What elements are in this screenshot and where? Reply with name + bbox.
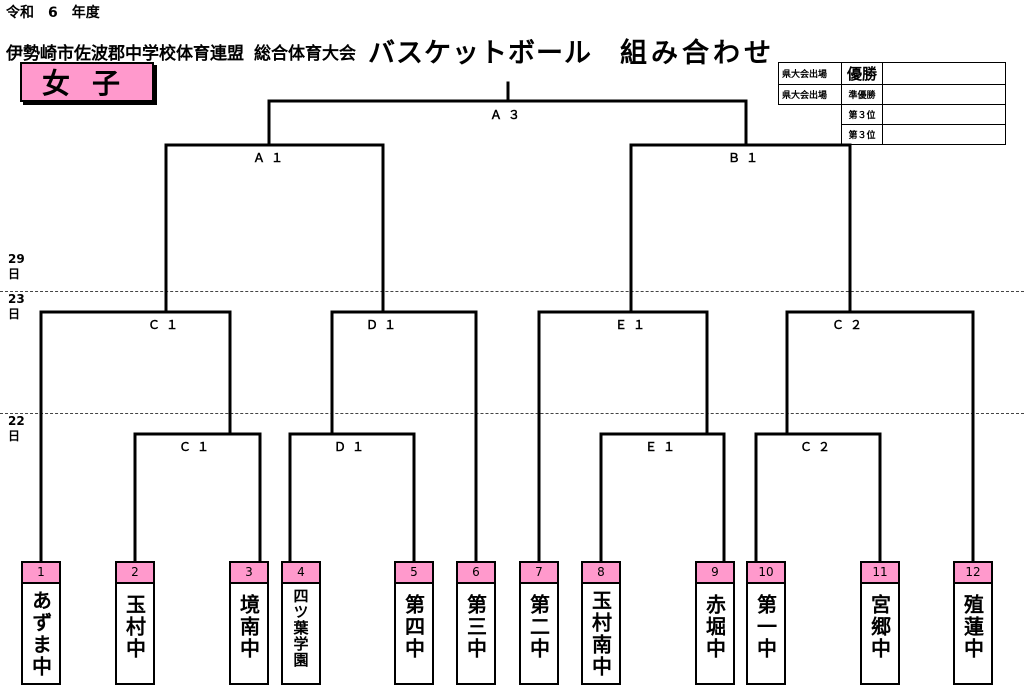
results-category: 県大会出場 (778, 84, 842, 105)
team-name: 玉村中 (122, 594, 147, 660)
team-name: 赤堀中 (702, 594, 727, 660)
match-label-r2-3: Ｅ１ (614, 318, 652, 332)
bracket-word: 組み合わせ (620, 38, 775, 69)
day-date: 23 (8, 292, 25, 306)
bracket-r1-4 (754, 432, 882, 563)
match-label-r1-3: Ｅ１ (644, 440, 682, 454)
team-number: 10 (748, 563, 784, 584)
document-title: 伊勢崎市佐波郡中学校体育連盟総合体育大会バスケットボール組み合わせ (6, 28, 775, 69)
org-name: 伊勢崎市佐波郡中学校体育連盟 (6, 44, 244, 64)
team-number: 6 (458, 563, 494, 584)
team-box: 11 宮郷中 (860, 561, 900, 685)
team-box: 5 第四中 (394, 561, 434, 685)
team-number: 7 (521, 563, 557, 584)
team-number: 12 (955, 563, 991, 584)
match-label-r2-4: Ｃ２ (831, 318, 869, 332)
team-name: 宮郷中 (867, 594, 892, 660)
bracket-r1-3 (599, 432, 726, 563)
team-name: 境南中 (236, 594, 261, 660)
team-number: 11 (862, 563, 898, 584)
bracket-r1-2 (288, 432, 416, 563)
day-unit: 日 (8, 307, 21, 321)
team-name: 四ツ葉学園 (291, 588, 310, 668)
event-name: 総合体育大会 (254, 44, 356, 64)
day-divider (0, 413, 1024, 414)
team-name: 第三中 (463, 594, 488, 660)
match-label-r2-1: Ｃ１ (147, 318, 185, 332)
day-date: 29 (8, 252, 25, 266)
team-number: 8 (583, 563, 619, 584)
day-marker: 29 日 (8, 252, 25, 282)
bracket-r2-1 (39, 310, 232, 563)
match-label-r1-1: Ｃ１ (178, 440, 216, 454)
bracket-r2-4 (785, 310, 975, 563)
match-label-final: Ａ３ (489, 108, 527, 122)
team-box: 12 殖蓮中 (953, 561, 993, 685)
bracket-r2-3 (537, 310, 709, 563)
match-label-semi-left: Ａ１ (252, 151, 290, 165)
day-date: 22 (8, 414, 25, 428)
team-box: 2 玉村中 (115, 561, 155, 685)
match-label-semi-right: Ｂ１ (727, 151, 765, 165)
team-number: 9 (697, 563, 733, 584)
team-box: 10 第一中 (746, 561, 786, 685)
day-marker: 23 日 (8, 292, 25, 322)
team-box: 6 第三中 (456, 561, 496, 685)
team-name: 殖蓮中 (960, 594, 985, 660)
team-name: あずま中 (28, 590, 53, 678)
team-name: 第一中 (753, 594, 778, 660)
team-name: 玉村南中 (588, 590, 613, 678)
day-unit: 日 (8, 267, 21, 281)
team-name: 第二中 (526, 594, 551, 660)
team-number: 5 (396, 563, 432, 584)
team-box: 1 あずま中 (21, 561, 61, 685)
day-unit: 日 (8, 429, 21, 443)
team-box: 9 赤堀中 (695, 561, 735, 685)
bracket-r2-2 (330, 310, 478, 563)
bracket-semi-right (629, 143, 852, 314)
bracket-r1-1 (133, 432, 262, 563)
team-number: 3 (231, 563, 267, 584)
results-row: 第３位 (779, 124, 1006, 145)
team-box: 7 第二中 (519, 561, 559, 685)
day-marker: 22 日 (8, 414, 25, 444)
results-table: 県大会出場 優勝 県大会出場 準優勝 第３位 第３位 (778, 62, 1006, 145)
bracket-semi-left (164, 143, 385, 314)
match-label-r2-2: Ｄ１ (365, 318, 403, 332)
team-number: 4 (283, 563, 319, 584)
match-label-r1-4: Ｃ２ (799, 440, 837, 454)
gender-label: 女子 (20, 62, 154, 102)
team-box: 3 境南中 (229, 561, 269, 685)
team-name: 第四中 (401, 594, 426, 660)
team-box: 4 四ツ葉学園 (281, 561, 321, 685)
sport-name: バスケットボール (368, 38, 592, 69)
results-winner (882, 124, 1006, 145)
team-box: 8 玉村南中 (581, 561, 621, 685)
day-divider (0, 291, 1024, 292)
team-number: 1 (23, 563, 59, 584)
match-label-r1-2: Ｄ１ (333, 440, 371, 454)
year-line: 令和 6 年度 (6, 5, 100, 21)
team-number: 2 (117, 563, 153, 584)
bracket-final (267, 81, 748, 147)
